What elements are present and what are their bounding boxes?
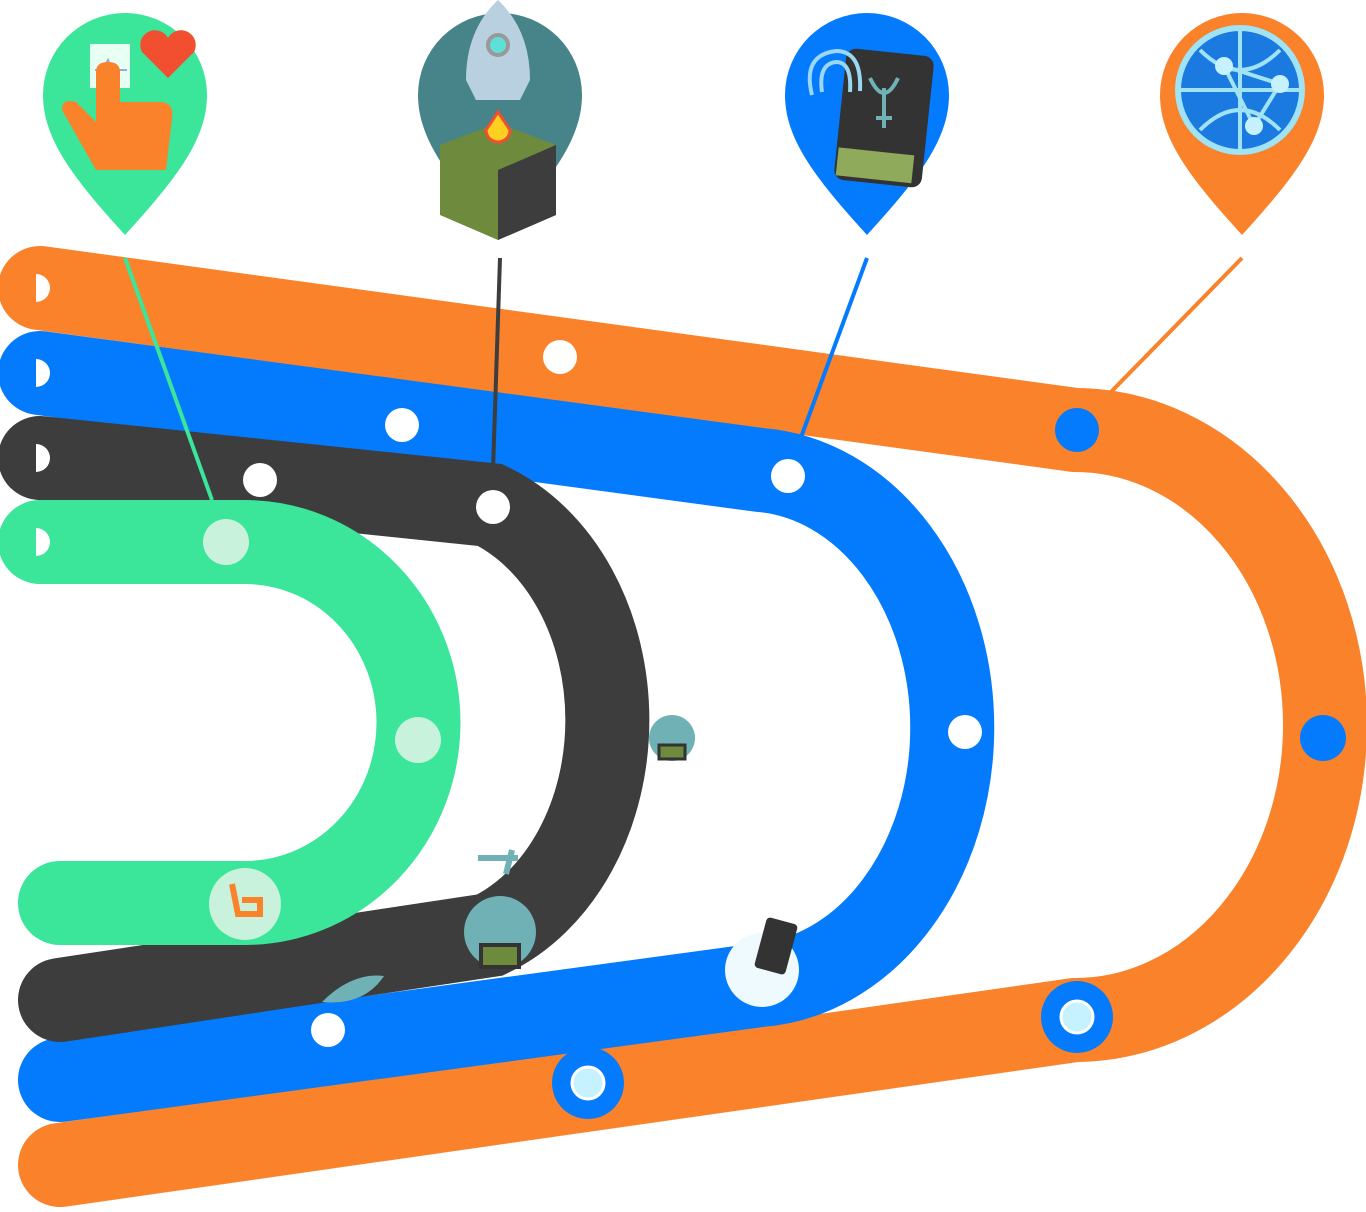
hand-heart-icon [62, 30, 196, 170]
track-start-icon [36, 444, 50, 472]
stop-marker [209, 868, 281, 940]
green-track [0, 500, 461, 945]
box-icon [657, 743, 687, 761]
hand-icon [229, 883, 263, 917]
dark-track [0, 416, 650, 1042]
rocket-window [486, 33, 510, 57]
stop-marker [1300, 715, 1346, 761]
phone-icon [754, 917, 798, 975]
connector-line [123, 257, 214, 501]
stop-marker [948, 715, 982, 749]
stop-marker [476, 490, 510, 524]
network-node [1215, 57, 1233, 75]
pin-global-network [1160, 13, 1324, 235]
track-start-icon [36, 359, 50, 387]
stop-marker [771, 459, 805, 493]
pins [43, 0, 1324, 240]
stop-marker-inner [1059, 999, 1095, 1035]
rocket-flame [484, 109, 512, 144]
connector-line [491, 257, 502, 471]
box-icon [479, 943, 521, 969]
pin-connectors [123, 256, 1244, 501]
globe-network-icon [1175, 25, 1305, 155]
fingerprint-phone-icon [807, 48, 934, 188]
stop-marker [311, 1013, 345, 1047]
stop-marker [395, 717, 441, 763]
box-side [498, 145, 556, 240]
network-node [1245, 117, 1263, 135]
network-lines [1180, 28, 1300, 152]
stop-marker [1055, 408, 1099, 452]
connector-line [798, 257, 869, 441]
track-start-icon [36, 528, 50, 556]
stop-marker [243, 463, 277, 497]
stops [203, 340, 1346, 1119]
pin-startup [418, 0, 582, 240]
rocket-box-icon [440, 0, 556, 240]
track-start-icon [36, 274, 50, 302]
rocket-icon [322, 975, 384, 1003]
network-node [1271, 75, 1289, 93]
pin-health [43, 13, 207, 235]
hand-shape [62, 62, 173, 170]
heart-shape [140, 30, 196, 79]
fingerprint-shape [807, 48, 863, 96]
stop-marker-inner [570, 1065, 606, 1101]
connector-line [1106, 256, 1244, 397]
antenna-symbol [868, 77, 900, 128]
stop-marker [543, 340, 577, 374]
stop-marker [203, 519, 249, 565]
pin-mobile-security [785, 13, 949, 235]
phone-screen [835, 147, 915, 184]
plane-icon [478, 849, 518, 875]
stop-marker [385, 408, 419, 442]
